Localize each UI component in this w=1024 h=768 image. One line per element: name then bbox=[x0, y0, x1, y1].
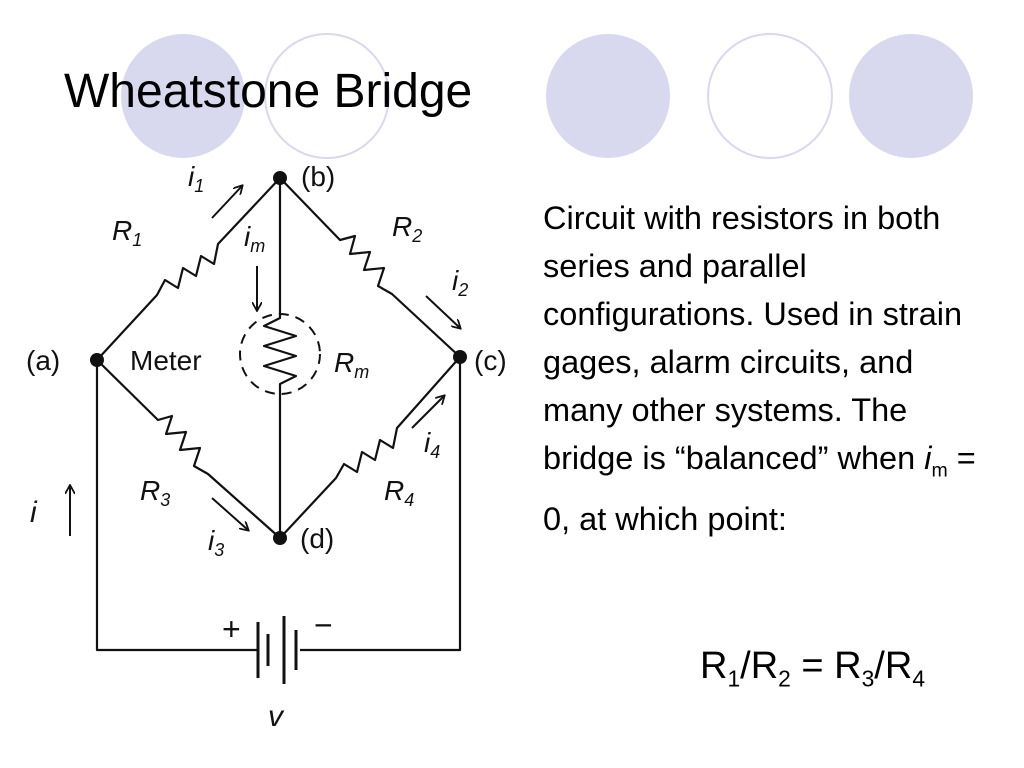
node-b-label: (b) bbox=[301, 161, 335, 192]
formula-r1-sub: 1 bbox=[727, 665, 741, 692]
wire-a-to-b-with-r1 bbox=[96, 177, 281, 361]
description-var: i bbox=[924, 440, 932, 476]
node-a-label: (a) bbox=[26, 345, 60, 376]
battery-voltage-label: v bbox=[268, 700, 285, 733]
i4-label: i4 bbox=[424, 427, 440, 462]
formula-r2: R bbox=[750, 645, 779, 687]
deco-circle-5 bbox=[849, 34, 973, 158]
node-d-dot bbox=[273, 531, 287, 545]
node-a-dot bbox=[90, 353, 104, 367]
decorative-circles bbox=[121, 33, 973, 159]
formula-r2-sub: 2 bbox=[778, 665, 791, 692]
i-total-label: i bbox=[30, 496, 38, 529]
formula-r1: R bbox=[700, 645, 728, 687]
deco-circle-2 bbox=[264, 33, 390, 159]
wire-a-to-d-with-r3 bbox=[96, 359, 281, 539]
arrow-i4-icon bbox=[411, 396, 444, 429]
description-text-part2: = 0, at which point: bbox=[543, 440, 976, 537]
arrow-i2-icon bbox=[425, 295, 460, 328]
node-b-dot bbox=[273, 171, 287, 185]
wire-b-to-d-meter-branch bbox=[262, 178, 298, 538]
meter-label: Meter bbox=[130, 345, 202, 376]
formula-r4-sub: 4 bbox=[912, 665, 925, 692]
arrow-i3-icon bbox=[211, 497, 248, 530]
r4-label: R4 bbox=[384, 475, 414, 510]
wire-d-to-c-with-r4 bbox=[279, 356, 461, 539]
formula-r3: R bbox=[834, 645, 862, 687]
deco-circle-3 bbox=[546, 34, 670, 158]
r1-label: R1 bbox=[112, 215, 142, 250]
rm-label: Rm bbox=[334, 347, 369, 382]
node-d-label: (d) bbox=[300, 523, 334, 554]
slide-title: Wheatstone Bridge bbox=[64, 65, 473, 118]
meter-dashed-circle bbox=[239, 313, 321, 395]
wheatstone-circuit-diagram: (a) (b) (c) (d) Meter R1 R2 R3 R4 Rm i1 … bbox=[26, 161, 507, 733]
description-text: Circuit with resistors in both series an… bbox=[543, 194, 983, 543]
i1-label: i1 bbox=[188, 161, 204, 196]
node-c-label: (c) bbox=[474, 345, 507, 376]
formula-slash-2: / bbox=[874, 645, 885, 687]
balance-formula: R1/R2 = R3/R4 bbox=[700, 645, 925, 693]
im-label: im bbox=[244, 221, 265, 256]
r2-label: R2 bbox=[392, 211, 422, 246]
node-c-dot bbox=[453, 350, 467, 364]
r3-label: R3 bbox=[140, 475, 170, 510]
formula-slash-1: / bbox=[740, 645, 751, 687]
i2-label: i2 bbox=[452, 265, 468, 300]
deco-circle-1 bbox=[121, 34, 245, 158]
battery-icon bbox=[256, 616, 298, 684]
wire-b-to-c-with-r2 bbox=[279, 177, 461, 358]
battery-minus-label: − bbox=[314, 607, 333, 643]
wire-battery-loop bbox=[95, 357, 462, 652]
deco-circle-4 bbox=[707, 33, 833, 159]
arrow-i1-icon bbox=[211, 186, 242, 219]
formula-r4: R bbox=[884, 645, 913, 687]
i3-label: i3 bbox=[208, 525, 224, 560]
formula-r3-sub: 3 bbox=[861, 665, 875, 692]
description-text-part1: Circuit with resistors in both series an… bbox=[543, 200, 963, 476]
battery-plus-label: + bbox=[222, 611, 241, 647]
formula-equals: = bbox=[790, 645, 835, 687]
description-var-sub: m bbox=[931, 459, 948, 482]
